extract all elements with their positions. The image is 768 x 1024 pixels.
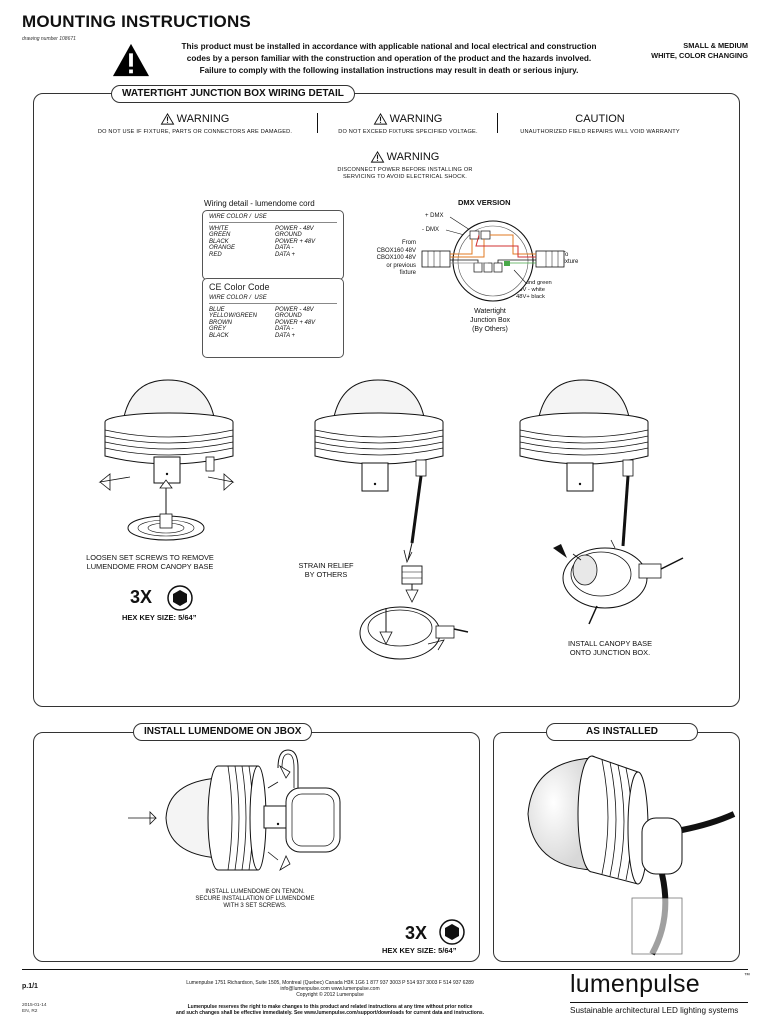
footer-rule <box>22 969 748 970</box>
as-installed-illustration <box>527 755 736 956</box>
divider <box>317 113 318 133</box>
canopy-base-strain-relief-illustration <box>314 379 469 660</box>
jbox-label: Watertight Junction Box (By Others) <box>469 308 511 333</box>
warning-shock: WARNING DISCONNECT POWER BEFORE INSTALLI… <box>337 150 473 180</box>
product-type: SMALL & MEDIUM WHITE, COLOR CHANGING <box>651 41 748 60</box>
ground-label: Ground green 48V - white 48V+ black <box>516 280 552 300</box>
minus-dmx-label: - DMX <box>422 227 439 233</box>
step3-caption: INSTALL CANOPY BASE ONTO JUNCTION BOX. <box>567 639 653 657</box>
hex-key-icon <box>439 919 465 945</box>
warning-icon <box>373 112 387 125</box>
warning-icon <box>370 150 384 163</box>
step2-caption: STRAIN RELIEF BY OTHERS <box>298 561 354 579</box>
from-label: From CBOX160 48V CBOX100 48V or previous… <box>376 240 416 276</box>
revision-date: 2015-01-14 EN, R2 <box>22 1003 47 1014</box>
logo-underline <box>570 1002 748 1003</box>
wiring-detail-panel-title: WATERTIGHT JUNCTION BOX WIRING DETAIL <box>111 85 355 103</box>
divider <box>497 113 498 133</box>
hex-key-size: HEX KEY SIZE: 5/64” <box>122 613 197 622</box>
lumendome-exploded-illustration <box>98 379 235 541</box>
warning-triangle-icon <box>112 43 150 77</box>
as-installed-panel-title: AS INSTALLED <box>546 723 698 741</box>
company-address: Lumenpulse 1751 Richardson, Suite 1505, … <box>186 980 474 998</box>
dmx-junction-box-diagram <box>421 216 565 302</box>
trademark: ™ <box>744 973 750 979</box>
page-title: MOUNTING INSTRUCTIONS <box>22 12 251 31</box>
page-number: p.1/1 <box>22 983 38 990</box>
screw-count: 3X <box>130 587 153 607</box>
header-warning-text: This product must be installed in accord… <box>181 42 597 75</box>
to-label: To fixture <box>562 252 579 265</box>
hex-key-icon <box>167 585 193 611</box>
hex-key-size: HEX KEY SIZE: 5/64” <box>382 946 457 955</box>
lumendome-on-jbox-illustration <box>128 749 341 871</box>
install-jbox-panel-title: INSTALL LUMENDOME ON JBOX <box>133 723 313 741</box>
dmx-version-title: DMX VERSION <box>458 198 511 207</box>
install-caption: INSTALL LUMENDOME ON TENON. SECURE INSTA… <box>195 889 315 909</box>
drawing-number: drawing number 108671 <box>22 36 76 42</box>
lumendome-cord-title: Wiring detail - lumendome cord <box>204 199 315 208</box>
warning-voltage: WARNING DO NOT EXCEED FIXTURE SPECIFIED … <box>338 112 478 135</box>
caution-warranty: CAUTION UNAUTHORIZED FIELD REPAIRS WILL … <box>520 113 680 135</box>
disclaimer: Lumenpulse reserves the right to make ch… <box>175 1004 485 1016</box>
lumenpulse-logo: lumenpulse <box>570 970 700 998</box>
canopy-on-junction-box-illustration <box>519 379 684 625</box>
tagline: Sustainable architectural LED lighting s… <box>570 1006 739 1015</box>
warning-damaged: WARNING DO NOT USE IF FIXTURE, PARTS OR … <box>97 112 293 135</box>
step1-caption: LOOSEN SET SCREWS TO REMOVE LUMENDOME FR… <box>86 553 214 571</box>
screw-count: 3X <box>405 923 428 943</box>
warning-icon <box>160 112 174 125</box>
plus-dmx-label: + DMX <box>425 213 444 219</box>
